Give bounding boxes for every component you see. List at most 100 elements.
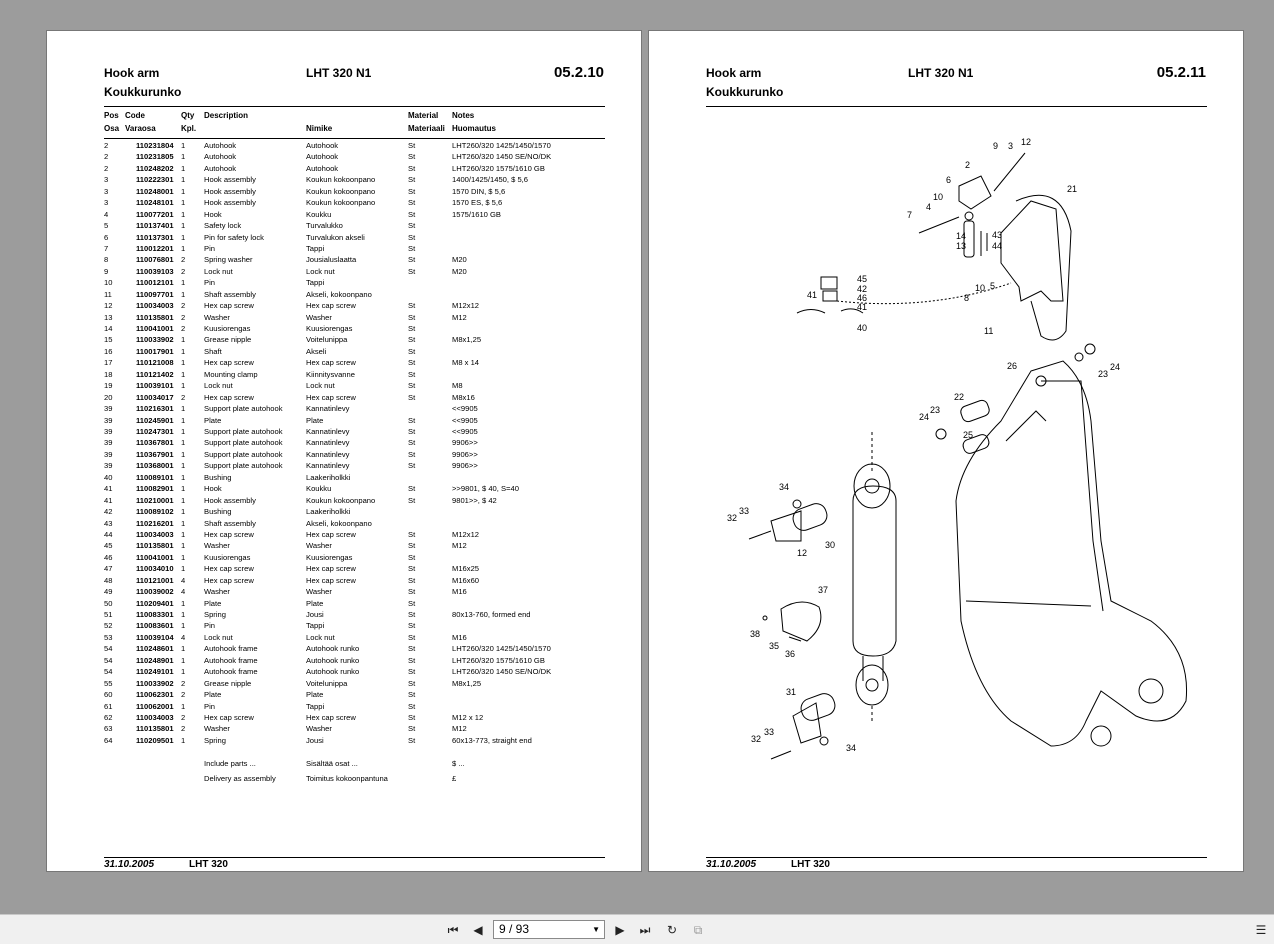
page-number: 05.2.11	[1156, 64, 1206, 81]
cell-pos: 54	[104, 655, 113, 665]
cell-nim: Plate	[306, 415, 324, 425]
cell-qty: 2	[181, 266, 186, 276]
cell-pos: 62	[104, 713, 113, 722]
cell-desc: Hex cap screw	[204, 301, 254, 311]
hydraulic-cylinder	[852, 485, 897, 657]
rotate-icon[interactable]: ↻	[666, 923, 678, 937]
cell-desc: Spring	[204, 610, 226, 620]
cell-qty: 1	[181, 404, 186, 414]
cell-note: <<9905	[452, 427, 478, 436]
menu-icon[interactable]: ☰	[1255, 923, 1267, 937]
part-callout: 40	[857, 323, 867, 333]
cell-qty: 4	[181, 575, 186, 585]
cell-nim: Laakeriholkki	[306, 472, 351, 482]
cell-code: 110076801	[136, 255, 174, 265]
cell-desc: Support plate autohook	[204, 461, 283, 471]
cell-pos: 47	[104, 564, 113, 574]
cell-desc: Hex cap screw	[204, 575, 254, 585]
part-callout: 2	[965, 160, 970, 170]
cell-mat: St	[408, 369, 416, 379]
cell-qty: 1	[181, 472, 186, 482]
page-select[interactable]: 9 / 93 ▼	[493, 920, 605, 939]
cell-nim: Hex cap screw	[306, 392, 356, 402]
part-callout: 9	[993, 141, 998, 151]
cell-code: 110121402	[136, 369, 174, 379]
cell-code: 110248601	[136, 644, 174, 654]
cell-qty: 1	[181, 289, 186, 299]
cell-note: 1575/1610 GB	[452, 209, 501, 219]
cell-code: 110231805	[136, 152, 174, 162]
cell-desc: Bushing	[204, 472, 232, 482]
cell-mat: St	[408, 186, 416, 196]
cell-pos: 2	[104, 152, 109, 162]
cell-nim: Koukun kokoonpano	[306, 175, 376, 185]
cell-nim: Lock nut	[306, 266, 335, 276]
cell-desc: Pin	[204, 243, 215, 253]
part-callout: 31	[786, 687, 796, 697]
part-callout: 38	[750, 629, 760, 639]
cell-note: 1570 ES, $ 5,6	[452, 198, 503, 208]
cell-desc: Plate	[204, 690, 222, 700]
cell-mat: St	[408, 655, 416, 665]
cell-nim: Akseli, kokoonpano	[306, 289, 372, 299]
cell-qty: 1	[181, 552, 186, 562]
cell-code: 110012101	[136, 278, 174, 288]
cell-nim: Hex cap screw	[306, 529, 356, 539]
part-callout: 30	[825, 540, 835, 550]
cell-code: 110083301	[136, 610, 174, 620]
cell-mat: St	[408, 301, 416, 311]
cell-note: 1400/1425/1450, $ 5,6	[452, 175, 529, 185]
cell-qty: 2	[181, 255, 186, 265]
cell-qty: 2	[181, 324, 186, 334]
cell-pos: 17	[104, 358, 113, 368]
cell-nim: Hex cap screw	[306, 301, 356, 311]
cell-code: 110062301	[136, 690, 174, 700]
cell-nim: Lock nut	[306, 381, 335, 391]
cell-code: 110135801	[136, 312, 174, 322]
cell-qty: 1	[181, 278, 186, 288]
part-callout: 36	[785, 649, 795, 659]
cell-qty: 1	[181, 701, 186, 711]
cell-pos: 39	[104, 461, 113, 471]
cell-desc: Pin	[204, 701, 215, 711]
first-page-icon[interactable]: ⏮	[447, 922, 459, 937]
cell-code: 110077201	[136, 209, 174, 219]
cell-nim: Koukun kokoonpano	[306, 186, 376, 196]
cell-desc: Hex cap screw	[204, 358, 254, 368]
footer-model: LHT 320	[189, 859, 228, 870]
cell-pos: 3	[104, 175, 109, 185]
cell-note: M8x1,25	[452, 335, 482, 345]
cell-note: 9801>>, $ 42	[452, 495, 497, 505]
part-callout: 11	[984, 326, 993, 336]
last-page-icon[interactable]: ⏭	[639, 922, 651, 937]
next-page-icon[interactable]: ▶	[615, 923, 625, 937]
cell-qty: 2	[181, 392, 186, 402]
cell-pos: 41	[104, 495, 113, 505]
cell-code: 110039002	[136, 587, 174, 597]
cell-note: M12 x 12	[452, 713, 484, 722]
cell-note: LHT260/320 1425/1450/1570	[452, 644, 551, 654]
prev-page-icon[interactable]: ◀	[473, 923, 483, 937]
cell-note: M8 x 14	[452, 358, 480, 368]
cell-qty: 1	[181, 610, 186, 620]
cell-mat: St	[408, 632, 416, 642]
fit-page-icon[interactable]: ⧉	[693, 922, 703, 937]
cell-nim: Jousi	[306, 735, 324, 745]
cell-nim: Voitelunippa	[306, 335, 348, 345]
cell-note: M16	[452, 632, 467, 642]
cell-pos: 49	[104, 587, 113, 597]
cell-nim: Tappi	[306, 701, 325, 711]
cell-note: M16x60	[452, 575, 480, 585]
cell-nim: Hex cap screw	[306, 575, 356, 585]
cell-qty: 1	[181, 346, 186, 356]
